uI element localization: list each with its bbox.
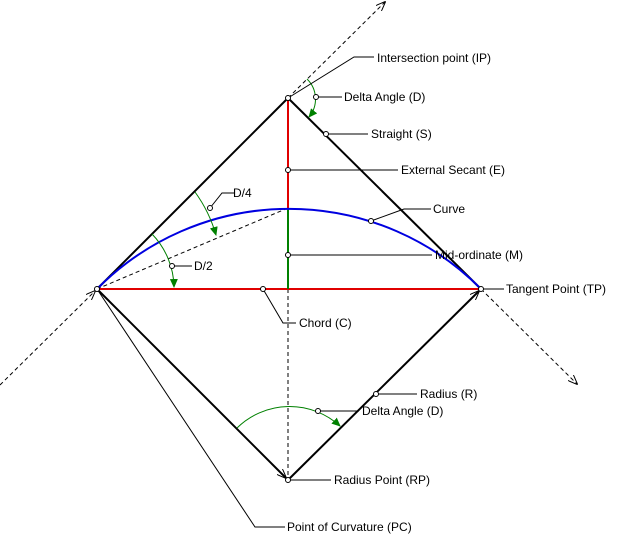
ip-tangent-extension bbox=[287, 2, 385, 99]
leader-markers bbox=[94, 94, 484, 483]
pc-to-midcurve-dashed bbox=[96, 207, 289, 290]
label-delta-angle-ip: Delta Angle (D) bbox=[344, 90, 425, 104]
delta-angle-rp-arc bbox=[236, 406, 341, 429]
radius-pc-rp bbox=[96, 288, 286, 478]
label-point-of-curvature: Point of Curvature (PC) bbox=[287, 520, 412, 534]
leader-lines bbox=[96, 56, 504, 528]
tangent-ip-tp bbox=[287, 97, 482, 290]
label-straight: Straight (S) bbox=[371, 127, 432, 141]
back-tangent-extension bbox=[0, 291, 95, 386]
forward-tangent-extension bbox=[480, 288, 577, 384]
label-curve: Curve bbox=[433, 202, 465, 216]
quarter-delta-arc bbox=[194, 191, 218, 236]
label-delta-angle-rp: Delta Angle (D) bbox=[362, 404, 443, 418]
tangent-pc-ip bbox=[96, 97, 289, 290]
curve-arc bbox=[96, 207, 482, 290]
label-tangent-point: Tangent Point (TP) bbox=[506, 282, 606, 296]
label-external-secant: External Secant (E) bbox=[401, 163, 505, 177]
label-radius-point: Radius Point (RP) bbox=[334, 473, 430, 487]
label-intersection-point: Intersection point (IP) bbox=[377, 51, 491, 65]
label-quarter-delta: D/4 bbox=[233, 186, 252, 200]
label-mid-ordinate: Mid-ordinate (M) bbox=[435, 248, 523, 262]
label-radius: Radius (R) bbox=[420, 387, 477, 401]
radius-rp-tp bbox=[287, 291, 479, 481]
label-chord: Chord (C) bbox=[299, 316, 352, 330]
half-delta-arc bbox=[151, 233, 178, 288]
label-half-delta: D/2 bbox=[194, 259, 213, 273]
